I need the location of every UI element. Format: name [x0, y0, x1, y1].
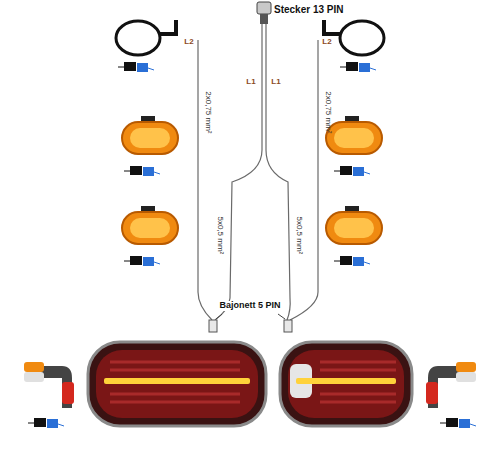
plug-pair — [118, 62, 154, 72]
cable-spec: 5x0,5 mm² — [216, 216, 225, 254]
lamp-lens — [96, 350, 258, 418]
pointer-line — [278, 314, 285, 319]
indicator-bar — [296, 378, 396, 384]
mirror-arm — [324, 20, 340, 34]
plug-pair — [440, 418, 476, 428]
lamp-lens — [288, 350, 404, 418]
cable-spec: 2x0,75 mm² — [323, 91, 332, 133]
plug-pair — [340, 62, 376, 72]
lamp-glow — [130, 128, 170, 148]
marker-red — [426, 382, 438, 404]
plug-13-pin — [257, 2, 271, 24]
mirror-arm — [160, 20, 176, 34]
outline-marker-left — [24, 362, 74, 408]
marker-white — [24, 372, 44, 382]
cable — [266, 24, 290, 320]
mirror-glass — [116, 21, 160, 55]
pointer-line — [216, 314, 222, 319]
lamp-housing — [88, 342, 266, 426]
plug-neck — [260, 14, 268, 24]
plug-pair — [334, 166, 370, 176]
connector-label: Stecker 13 PIN — [274, 4, 344, 15]
lamp-glow — [334, 128, 374, 148]
plug-pair — [124, 166, 160, 176]
mirror-glass — [340, 21, 384, 55]
rear-lamp-right — [280, 342, 412, 426]
wire-label: L2 — [322, 38, 331, 47]
side-marker-lamp — [122, 212, 178, 244]
indicator-bar — [104, 378, 250, 384]
cable — [198, 40, 212, 320]
plug-pair — [334, 256, 370, 266]
plug-pair — [28, 418, 64, 428]
lamp-glow — [130, 218, 170, 238]
cable — [215, 24, 262, 320]
wire-label: L2 — [184, 38, 193, 47]
rear-lamp-left — [88, 342, 266, 426]
marker-red — [62, 382, 74, 404]
marker-white — [456, 372, 476, 382]
mirror-right — [324, 20, 384, 55]
lamp-glow — [334, 218, 374, 238]
cable-spec: 5x0,5 mm² — [295, 216, 304, 254]
side-marker-lamp — [122, 122, 178, 154]
side-markers — [122, 116, 382, 244]
outline-marker-right — [426, 362, 476, 408]
bayonet-connector — [284, 320, 292, 332]
wire-label: L1 — [246, 78, 255, 87]
cable-spec: 2x0,75 mm² — [203, 91, 212, 133]
plug-body — [257, 2, 271, 14]
side-marker-lamp — [326, 122, 382, 154]
plug-pair — [124, 256, 160, 266]
cable — [290, 40, 318, 320]
marker-amber — [456, 362, 476, 372]
lamp-housing — [280, 342, 412, 426]
bayonet-connectors — [209, 314, 292, 332]
cable-set — [198, 24, 318, 320]
wire-label: L1 — [271, 78, 280, 87]
small-plugs — [28, 62, 476, 428]
mirror-left — [116, 20, 176, 55]
side-marker-lamp — [326, 212, 382, 244]
bayonet-connector — [209, 320, 217, 332]
connector-label: Bajonett 5 PIN — [217, 301, 282, 311]
marker-amber — [24, 362, 44, 372]
